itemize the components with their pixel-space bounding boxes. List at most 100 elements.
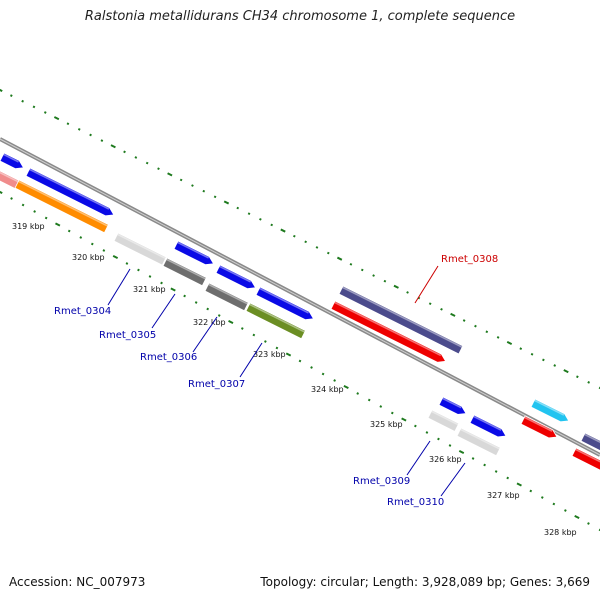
tick-dot (123, 150, 126, 154)
tick-dot (145, 161, 149, 165)
gene-navy-shine (342, 286, 463, 348)
tick-dot (112, 254, 119, 260)
tick-dot (89, 133, 92, 137)
tick-dot (483, 463, 486, 467)
tick-dot (157, 167, 160, 171)
gene-blue (173, 240, 215, 266)
tick-dot (202, 189, 206, 193)
tick-dot (516, 482, 522, 487)
backbone-highlight (0, 138, 600, 456)
tick-dot (406, 291, 409, 294)
gene-red (330, 300, 447, 363)
gene-gray-shine (208, 283, 249, 305)
tick-dot (393, 284, 399, 289)
tick-dot (563, 369, 569, 374)
tick-dot (474, 324, 477, 328)
tick-dot (458, 449, 465, 455)
gene-label-rmet_0310: Rmet_0310 (387, 497, 444, 508)
gene-label-rmet_0306: Rmet_0306 (140, 352, 197, 363)
tick-label: 322 kbp (193, 318, 226, 327)
tick-dot (137, 268, 140, 272)
genome-stats-text: Topology: circular; Length: 3,928,089 bp… (260, 575, 590, 589)
tick-dot (401, 417, 407, 422)
tick-dot (598, 386, 600, 390)
tick-dot (125, 262, 129, 265)
gene-white-shine (460, 428, 501, 450)
leader-line (151, 293, 176, 329)
gene-blue (469, 414, 507, 438)
tick-dot (343, 384, 349, 390)
tick-dot (270, 223, 274, 227)
tick-dot (206, 307, 210, 311)
tick-dot (33, 210, 36, 213)
tick-label: 320 kbp (72, 253, 105, 262)
gene-label-rmet_0309: Rmet_0309 (353, 476, 410, 487)
tick-dot (55, 222, 61, 227)
gene-gray-shine (166, 258, 207, 280)
tick-dot (217, 314, 221, 317)
tick-dot (100, 139, 104, 142)
tick-dot (564, 509, 567, 512)
accession-text: Accession: NC_007973 (9, 575, 146, 589)
gene-gray (204, 282, 249, 312)
tick-dot (252, 333, 256, 337)
tick-dot (53, 116, 60, 121)
gene-blue-shine (3, 153, 19, 163)
tick-dot (425, 431, 429, 434)
tick-dot (240, 327, 244, 330)
gene-white-shine (117, 233, 166, 260)
gene-blue-shine (473, 415, 502, 431)
tick-dot (448, 444, 452, 447)
tick-dot (349, 262, 353, 266)
tick-dot (79, 236, 83, 239)
gene-olive-shine (249, 303, 306, 333)
gene-navy-shine (584, 433, 600, 443)
tick-dot (506, 341, 513, 346)
tick-label: 328 kbp (544, 528, 577, 537)
tick-dot (167, 172, 173, 177)
tick-dot (21, 203, 25, 207)
gene-label-rmet_0305: Rmet_0305 (99, 330, 156, 341)
gene-blue-shine (259, 287, 309, 314)
gene-blue-shine (177, 241, 209, 259)
tick-dot (576, 375, 579, 379)
tick-dot (275, 346, 279, 350)
tick-dot (32, 105, 36, 109)
tick-label: 321 kbp (133, 285, 166, 294)
tick-dot (587, 381, 591, 384)
gene-label-rmet_0307: Rmet_0307 (188, 379, 245, 390)
tick-dot (292, 234, 296, 238)
tick-dot (587, 522, 590, 525)
tick-dot (428, 302, 432, 306)
tick-dot (280, 228, 286, 233)
gene-red-shine (524, 416, 553, 432)
leader-line (440, 462, 466, 497)
tick-dot (310, 366, 313, 369)
tick-dot (540, 496, 544, 499)
tick-dot (333, 379, 336, 382)
gene-pink-shine (0, 171, 22, 184)
gene-label-rmet_0304: Rmet_0304 (54, 306, 111, 317)
tick-dot (194, 301, 198, 304)
tick-dot (553, 364, 557, 367)
tick-dot (259, 217, 262, 221)
map-title: Ralstonia metallidurans CH34 chromosome … (84, 9, 516, 24)
tick-dot (450, 312, 456, 317)
tick-label: 325 kbp (370, 420, 403, 429)
gene-cyan-shine (534, 399, 565, 416)
gene-red-shine (334, 301, 442, 357)
tick-dot (437, 437, 440, 441)
tick-dot (44, 216, 48, 220)
gene-gray (162, 257, 207, 287)
leader-line (406, 440, 431, 476)
tick-dot (90, 242, 94, 246)
gene-orange (14, 179, 109, 234)
gene-blue (255, 286, 315, 321)
tick-dot (414, 424, 417, 428)
leader-line (239, 342, 263, 378)
tick-dot (462, 319, 466, 322)
gene-label-rmet_0308: Rmet_0308 (441, 254, 498, 265)
tick-dot (43, 111, 47, 114)
tick-dot (496, 336, 500, 339)
gene-blue (25, 167, 115, 217)
